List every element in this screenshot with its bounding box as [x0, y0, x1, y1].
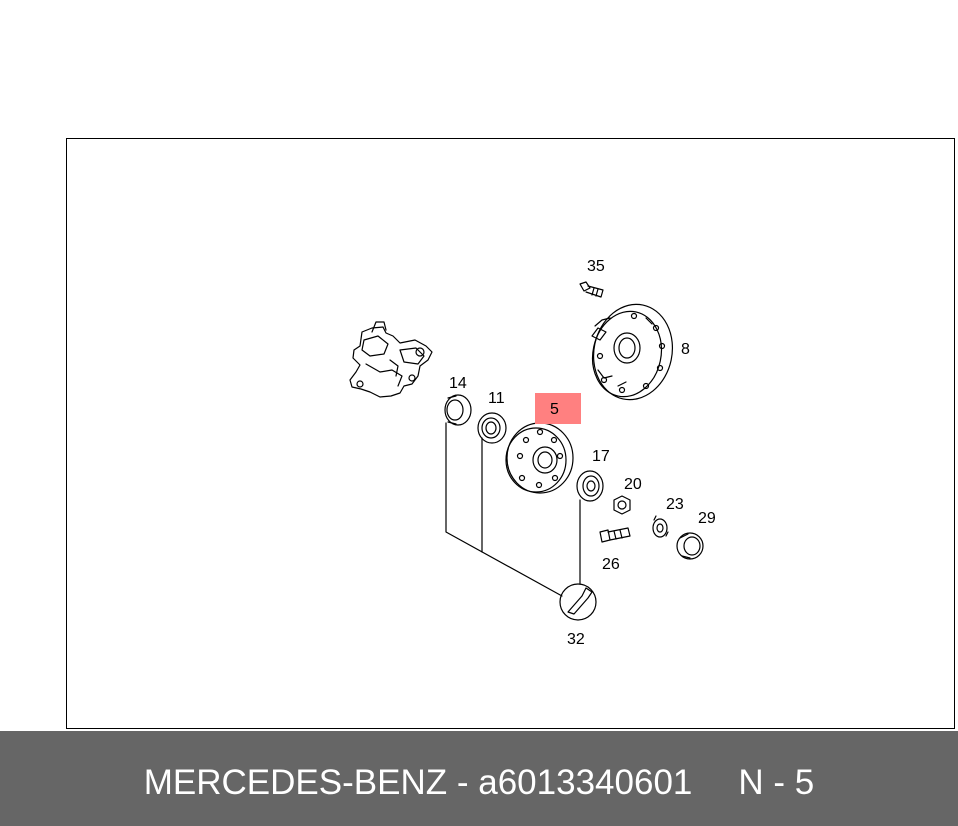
wheel-hub-part-5: [505, 422, 574, 494]
callout-23: 23: [666, 496, 684, 513]
separator: -: [456, 763, 469, 802]
leader-lines: [445, 422, 581, 597]
bearing-part-11: [477, 412, 507, 444]
footer-caption: MERCEDES-BENZ - a6013340601 N - 5: [0, 731, 958, 826]
callout-29: 29: [698, 510, 716, 527]
brand-name: MERCEDES-BENZ: [143, 763, 448, 802]
callout-14: 14: [449, 375, 467, 392]
seal-part-14: [444, 394, 472, 426]
bolt-part-35: [579, 281, 604, 298]
callout-35: 35: [587, 258, 605, 275]
footer-bar: MERCEDES-BENZ - a6013340601 N - 5: [0, 731, 958, 826]
disc-part-8: [591, 303, 674, 401]
callout-17: 17: [592, 448, 610, 465]
callout-26: 26: [602, 556, 620, 573]
cap-part-29: [676, 532, 704, 560]
callout-8: 8: [681, 341, 690, 358]
steering-knuckle-part: [349, 321, 433, 398]
highlight-box-part-5: [535, 393, 581, 424]
callout-5: 5: [550, 401, 559, 418]
part-number: a6013340601: [478, 763, 693, 802]
nut-part-20: [613, 495, 631, 515]
tool-part-32: [559, 583, 597, 621]
callout-32: 32: [567, 631, 585, 648]
callout-20: 20: [624, 476, 642, 493]
diagram-position: N - 5: [738, 763, 815, 802]
bolt-part-26: [599, 527, 631, 543]
washer-part-23: [652, 515, 669, 538]
diagram-frame: [66, 138, 955, 729]
callout-11: 11: [488, 390, 505, 407]
bearing-part-17: [576, 470, 604, 502]
